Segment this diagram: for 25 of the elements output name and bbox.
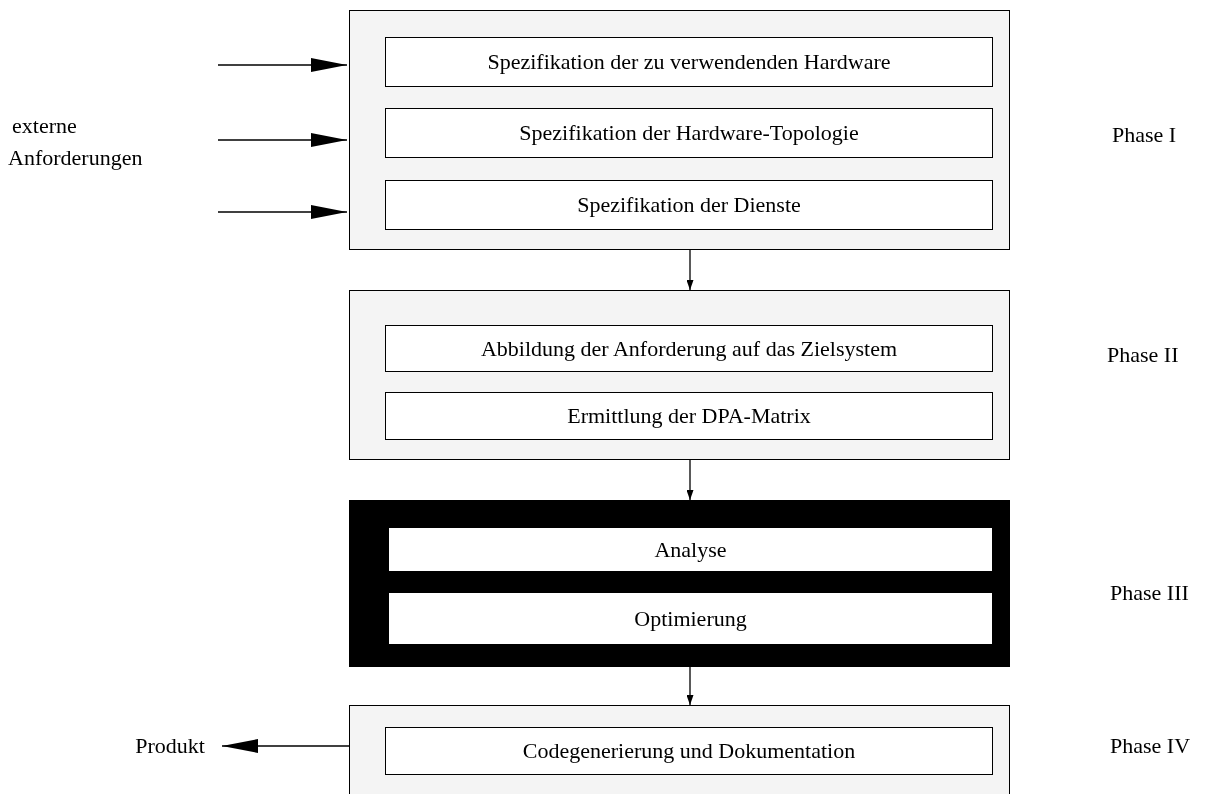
phase-panel: [349, 500, 1010, 667]
output-label: Produkt: [120, 731, 220, 761]
process-box: Optimierung: [388, 592, 993, 645]
process-box: Codegenerierung und Dokumentation: [385, 727, 993, 775]
arrow: [686, 666, 694, 706]
arrow: [686, 459, 694, 501]
process-box: Spezifikation der Dienste: [385, 180, 993, 230]
arrow: [217, 205, 348, 219]
arrow: [686, 249, 694, 291]
process-box: Abbildung der Anforderung auf das Zielsystem: [385, 325, 993, 372]
phase-label: Phase II: [1107, 342, 1179, 369]
arrow: [217, 133, 348, 147]
arrow: [217, 58, 348, 72]
phase-label: Phase III: [1110, 580, 1189, 607]
process-box: Spezifikation der Hardware-Topologie: [385, 108, 993, 158]
process-box: Analyse: [388, 527, 993, 572]
phase-label: Phase I: [1112, 122, 1177, 149]
input-label: externe Anforderungen: [8, 112, 144, 172]
process-box: Ermittlung der DPA-Matrix: [385, 392, 993, 440]
phase-panel: [349, 705, 1010, 794]
arrow: [221, 739, 350, 753]
phase-label: Phase IV: [1110, 733, 1191, 760]
phase-panel: [349, 290, 1010, 460]
phase-panel: [349, 10, 1010, 250]
process-box: Spezifikation der zu verwendenden Hardware: [385, 37, 993, 87]
